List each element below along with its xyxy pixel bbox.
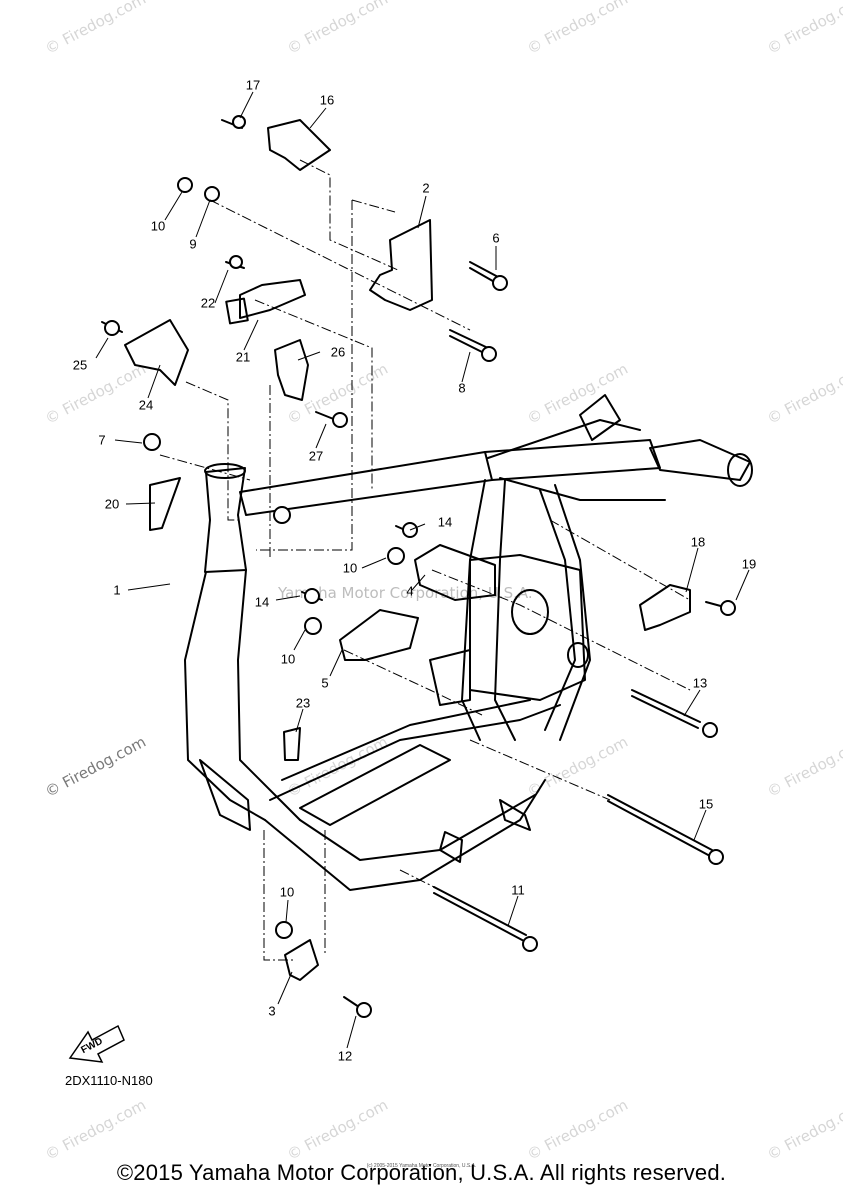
top-tube <box>239 451 493 516</box>
callout-19: 19 <box>741 556 757 572</box>
callout-10: 10 <box>150 218 166 234</box>
footer-small: (c) 2005-2015 Yamaha Motor Corporation, … <box>366 1163 477 1169</box>
callout-21: 21 <box>235 349 251 365</box>
front-downtube-left <box>184 571 266 821</box>
callout-14: 14 <box>254 594 270 610</box>
callout-5: 5 <box>321 675 329 691</box>
callout-15: 15 <box>698 796 714 812</box>
callout-18: 18 <box>690 534 706 550</box>
callout-3: 3 <box>268 1003 276 1019</box>
bracket-26 <box>274 339 309 401</box>
callout-12: 12 <box>337 1048 353 1064</box>
callout-10: 10 <box>342 560 358 576</box>
callout-8: 8 <box>458 380 466 396</box>
callout-10: 10 <box>280 651 296 667</box>
bracket-21 <box>239 279 306 319</box>
rear-mount <box>579 394 621 441</box>
bracket-2 <box>369 219 433 311</box>
front-downtube-right <box>237 569 301 821</box>
copyright-footer: ©2015 Yamaha Motor Corporation, U.S.A. A… <box>116 1160 727 1185</box>
callout-27: 27 <box>308 448 324 464</box>
bracket-5 <box>339 609 419 661</box>
bracket-24 <box>124 319 189 386</box>
callout-1: 1 <box>113 582 121 598</box>
callout-20: 20 <box>104 496 120 512</box>
callout-26: 26 <box>330 344 346 360</box>
bolt-15 <box>607 794 713 857</box>
callout-11: 11 <box>511 882 525 898</box>
cradle-crossplate <box>299 744 451 826</box>
bolt-11 <box>433 886 527 942</box>
bracket-16 <box>267 119 331 171</box>
bracket-4 <box>414 544 496 601</box>
steering-head <box>204 467 247 573</box>
center-downtube-left <box>461 479 486 741</box>
bolt-13 <box>631 689 701 729</box>
callout-16: 16 <box>319 92 335 108</box>
callout-2: 2 <box>422 180 430 196</box>
callout-6: 6 <box>492 230 500 246</box>
bracket-3 <box>284 939 319 981</box>
callout-13: 13 <box>692 675 708 691</box>
callout-14: 14 <box>437 514 453 530</box>
callout-24: 24 <box>138 397 154 413</box>
callout-10: 10 <box>279 884 295 900</box>
center-downtube-right <box>494 479 516 741</box>
callout-17: 17 <box>245 77 261 93</box>
bolt-8 <box>449 329 489 355</box>
callout-25: 25 <box>72 357 88 373</box>
callout-23: 23 <box>295 695 311 711</box>
cradle-bottom <box>264 779 546 891</box>
fwd-arrow-icon <box>68 1024 125 1063</box>
callout-22: 22 <box>200 295 216 311</box>
bracket-18 <box>639 584 691 631</box>
rear-axle-mount <box>649 439 751 481</box>
callout-4: 4 <box>406 583 414 599</box>
diagram-code: 2DX1110-N180 <box>65 1073 153 1088</box>
callout-7: 7 <box>98 432 106 448</box>
front-bracket <box>199 759 251 831</box>
pin-20 <box>149 477 181 531</box>
pin-23 <box>283 727 301 761</box>
callout-9: 9 <box>189 236 197 252</box>
